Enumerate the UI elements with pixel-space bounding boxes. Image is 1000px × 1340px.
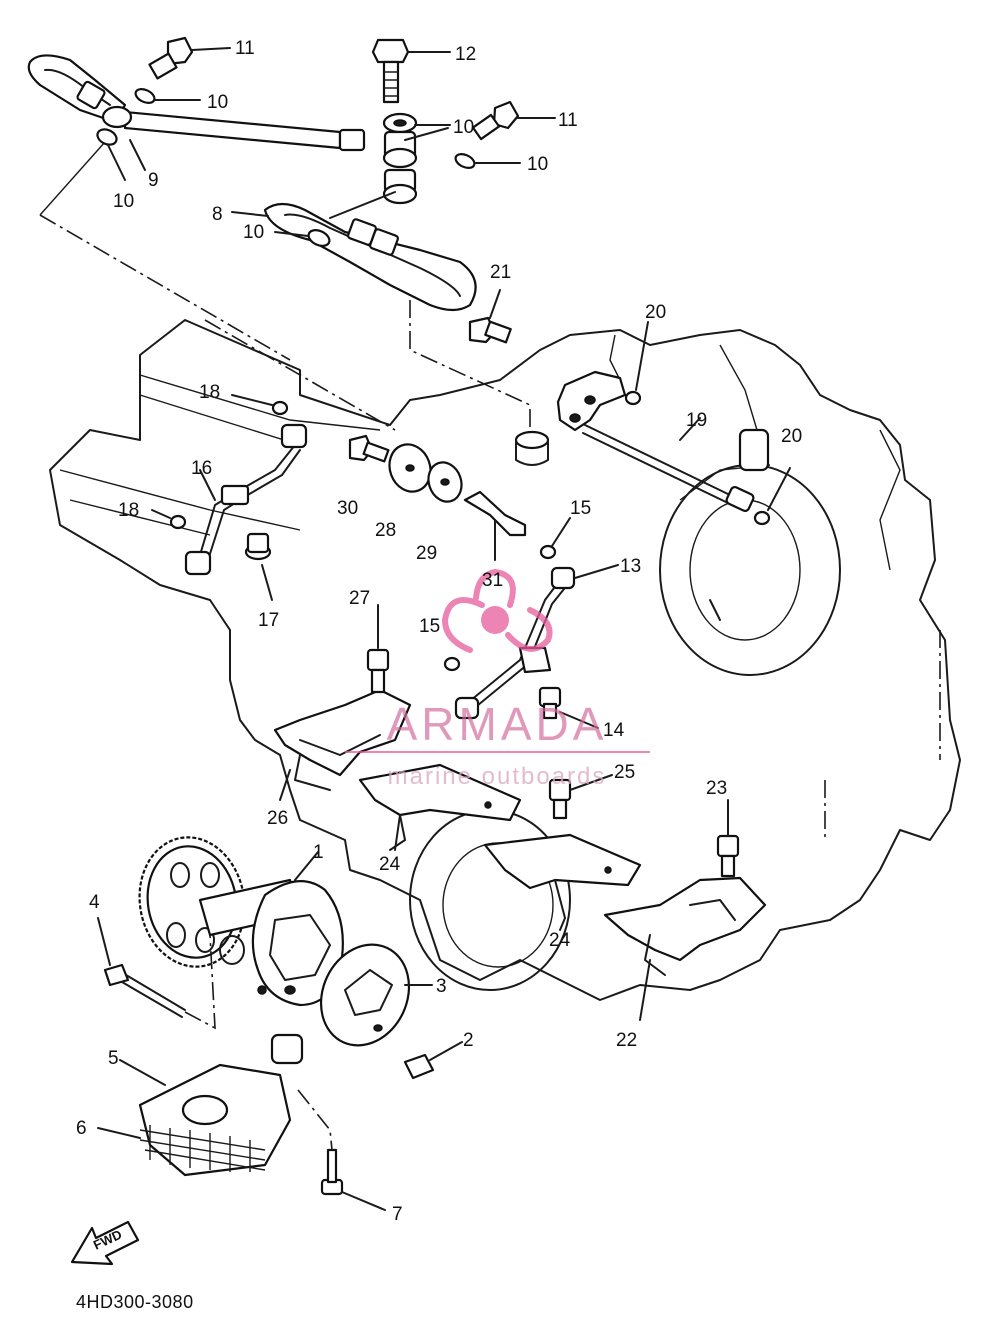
gasket-10 bbox=[96, 88, 521, 247]
callout-10-c: 10 bbox=[453, 117, 474, 138]
oil-pipe-13 bbox=[454, 564, 619, 720]
baffle-26 bbox=[273, 604, 412, 801]
callout-4: 4 bbox=[89, 892, 100, 913]
bolt-4 bbox=[97, 917, 216, 1030]
plate-28 bbox=[388, 443, 432, 493]
callout-28: 28 bbox=[375, 520, 396, 541]
callout-2: 2 bbox=[463, 1030, 474, 1051]
pump-cover-3 bbox=[319, 943, 433, 1047]
baffle-22 bbox=[603, 876, 767, 1021]
callout-20-b: 20 bbox=[781, 426, 802, 447]
callout-7: 7 bbox=[392, 1204, 403, 1225]
callout-19: 19 bbox=[686, 410, 707, 431]
oil-pipe-16 bbox=[184, 423, 308, 576]
callout-24-a: 24 bbox=[379, 854, 401, 875]
callout-15-a: 15 bbox=[570, 498, 591, 519]
watermark-logo: ARMADA marine outboards bbox=[345, 568, 650, 790]
plate-29 bbox=[427, 461, 463, 503]
callout-30: 30 bbox=[337, 498, 358, 519]
strainer-mesh-6 bbox=[97, 1125, 266, 1172]
callout-6: 6 bbox=[76, 1118, 87, 1139]
watermark-brand: ARMADA bbox=[387, 698, 608, 750]
callout-11-a: 11 bbox=[235, 38, 255, 59]
callout-1: 1 bbox=[313, 842, 324, 863]
callout-15-b: 15 bbox=[419, 616, 440, 637]
callout-labels: 1 2 3 4 5 6 7 8 9 10 10 10 10 10 11 11 1… bbox=[76, 38, 802, 1225]
oil-pump-gear bbox=[138, 836, 246, 968]
oil-pump-body-1 bbox=[198, 851, 344, 1007]
callout-20-a: 20 bbox=[645, 302, 666, 323]
forward-arrow-icon: FWD bbox=[70, 1220, 140, 1266]
baffle-24-upper bbox=[358, 763, 522, 851]
crankcase-outline bbox=[39, 214, 961, 1001]
callout-23: 23 bbox=[706, 778, 727, 799]
callout-13: 13 bbox=[620, 556, 641, 577]
o-rings bbox=[151, 321, 791, 672]
callout-11-b: 11 bbox=[558, 110, 578, 131]
callout-24-b: 24 bbox=[549, 930, 571, 951]
callout-5: 5 bbox=[108, 1048, 119, 1069]
plug-17 bbox=[244, 532, 273, 601]
callout-18-b: 18 bbox=[118, 500, 139, 521]
bolt-11-right bbox=[471, 100, 556, 141]
callout-17: 17 bbox=[258, 610, 279, 631]
callout-3: 3 bbox=[436, 976, 447, 997]
leader-lines bbox=[107, 139, 721, 931]
diagram-code: 4HD300-3080 bbox=[76, 1292, 194, 1312]
baffle-24-lower bbox=[483, 833, 642, 919]
callout-10-b: 10 bbox=[113, 191, 134, 212]
callout-18-a: 18 bbox=[199, 382, 220, 403]
callout-12: 12 bbox=[455, 44, 476, 65]
oil-strainer-5 bbox=[119, 1033, 304, 1177]
callout-31: 31 bbox=[482, 570, 503, 591]
callout-14: 14 bbox=[603, 720, 625, 741]
oil-pipe-19 bbox=[556, 370, 755, 513]
callout-10-e: 10 bbox=[243, 222, 264, 243]
bolts-23-25-14 bbox=[538, 686, 740, 878]
callout-10-a: 10 bbox=[207, 92, 228, 113]
callout-29: 29 bbox=[416, 543, 437, 564]
callout-8: 8 bbox=[212, 204, 223, 225]
callout-27: 27 bbox=[349, 588, 370, 609]
oil-delivery-pipe-1 bbox=[27, 54, 366, 216]
callout-10-d: 10 bbox=[527, 154, 548, 175]
callout-21: 21 bbox=[490, 262, 511, 283]
dowel-pin-2 bbox=[403, 1041, 463, 1080]
pin-31 bbox=[463, 490, 527, 561]
oil-delivery-pipe-2 bbox=[263, 202, 477, 312]
union-bolt-12 bbox=[371, 38, 451, 104]
callout-22: 22 bbox=[616, 1030, 637, 1051]
callout-25: 25 bbox=[614, 762, 635, 783]
callout-26: 26 bbox=[267, 808, 288, 829]
bolt-30 bbox=[348, 434, 390, 463]
bolt-21 bbox=[468, 289, 512, 344]
callout-9: 9 bbox=[148, 170, 159, 191]
bolt-11-left bbox=[148, 36, 231, 80]
callout-16: 16 bbox=[191, 458, 212, 479]
bolt-7 bbox=[297, 1089, 386, 1211]
union-bolt-junction bbox=[329, 112, 418, 219]
watermark-tagline: marine outboards bbox=[388, 763, 607, 790]
